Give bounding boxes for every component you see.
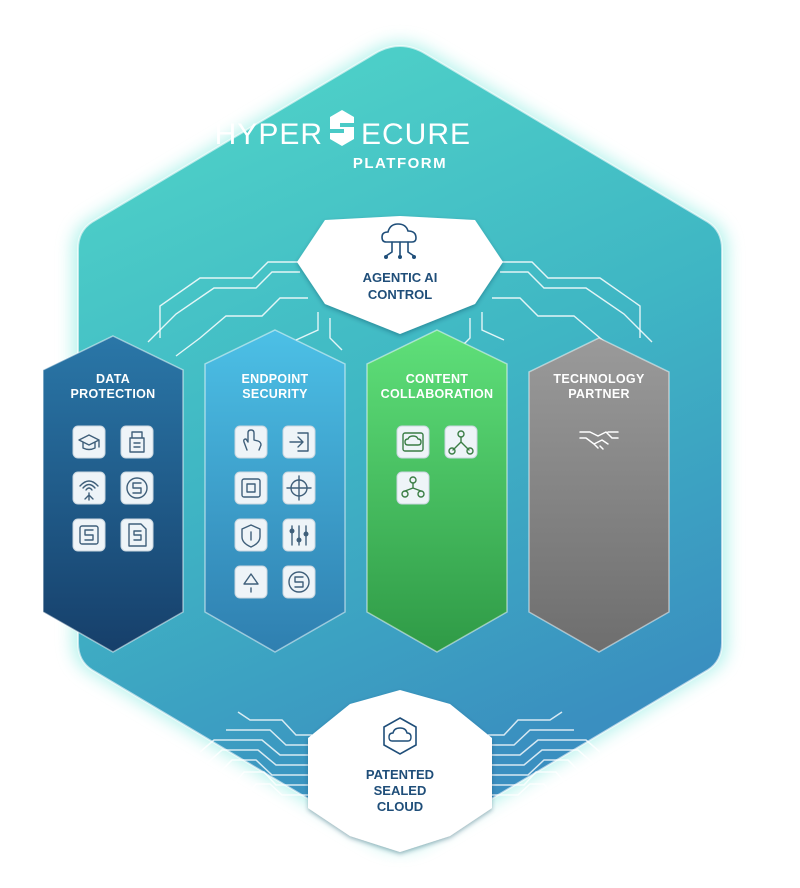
pillar-content-collaboration-line2: COLLABORATION — [381, 387, 494, 401]
pillar-data-protection-line1: DATA — [96, 372, 130, 386]
pillar-data-protection-line2: PROTECTION — [71, 387, 156, 401]
up-arrow-icon — [234, 565, 268, 599]
fingerprint-upload-icon — [72, 471, 106, 505]
brand-s-mark — [330, 110, 354, 146]
sealed-cloud-line3: CLOUD — [377, 799, 423, 814]
graduation-cap-icon — [72, 425, 106, 459]
brand-word-left: HYPER — [215, 118, 323, 151]
square-frame-icon — [234, 471, 268, 505]
sealed-cloud-line1: PATENTED — [366, 767, 434, 782]
handshake-icon — [579, 431, 619, 450]
cloud-hexagon-icon — [383, 717, 417, 755]
login-arrow-icon — [282, 425, 316, 459]
cloud-network-icon — [381, 223, 417, 259]
agentic-node-line1: AGENTIC AI — [363, 270, 438, 285]
brand-logo: HYPER ECURE PLATFORM — [215, 110, 471, 172]
circuit-lines-bottom — [199, 711, 601, 812]
brand-word-right: ECURE — [361, 118, 471, 151]
sealed-s-icon — [120, 471, 154, 505]
agentic-node-shape — [297, 216, 503, 334]
shield-icon — [234, 518, 268, 552]
s-box-icon — [72, 518, 106, 552]
brand-subtitle: PLATFORM — [353, 155, 447, 172]
user-share-icon — [396, 471, 430, 505]
sealed-cloud-node — [308, 690, 492, 852]
sliders-icon — [282, 518, 316, 552]
sealed-cloud-node-shape — [308, 690, 492, 852]
s-document-icon — [120, 518, 154, 552]
pillar-endpoint-security-line1: ENDPOINT — [242, 372, 309, 386]
network-nodes-icon — [444, 425, 478, 459]
sealed-s-icon — [282, 565, 316, 599]
pillar-endpoint-security-line2: SECURITY — [242, 387, 308, 401]
pillar-technology-partner-line1: TECHNOLOGY — [553, 372, 645, 386]
pillar-endpoint-security: ENDPOINT SECURITY — [204, 329, 346, 653]
usb-drive-icon — [120, 425, 154, 459]
pillar-content-collaboration: CONTENT COLLABORATION — [366, 329, 508, 653]
pillar-content-collaboration-line1: CONTENT — [406, 372, 469, 386]
pillar-technology-partner-line2: PARTNER — [568, 387, 630, 401]
pillar-technology-partner: TECHNOLOGY PARTNER — [528, 337, 670, 653]
pillar-data-protection: DATA PROTECTION — [42, 335, 184, 653]
cloud-window-icon — [396, 425, 430, 459]
touch-hand-icon — [234, 425, 268, 459]
agentic-ai-control-node — [297, 216, 503, 334]
crosshair-icon — [282, 471, 316, 505]
sealed-cloud-line2: SEALED — [374, 783, 427, 798]
agentic-node-line2: CONTROL — [368, 287, 432, 302]
